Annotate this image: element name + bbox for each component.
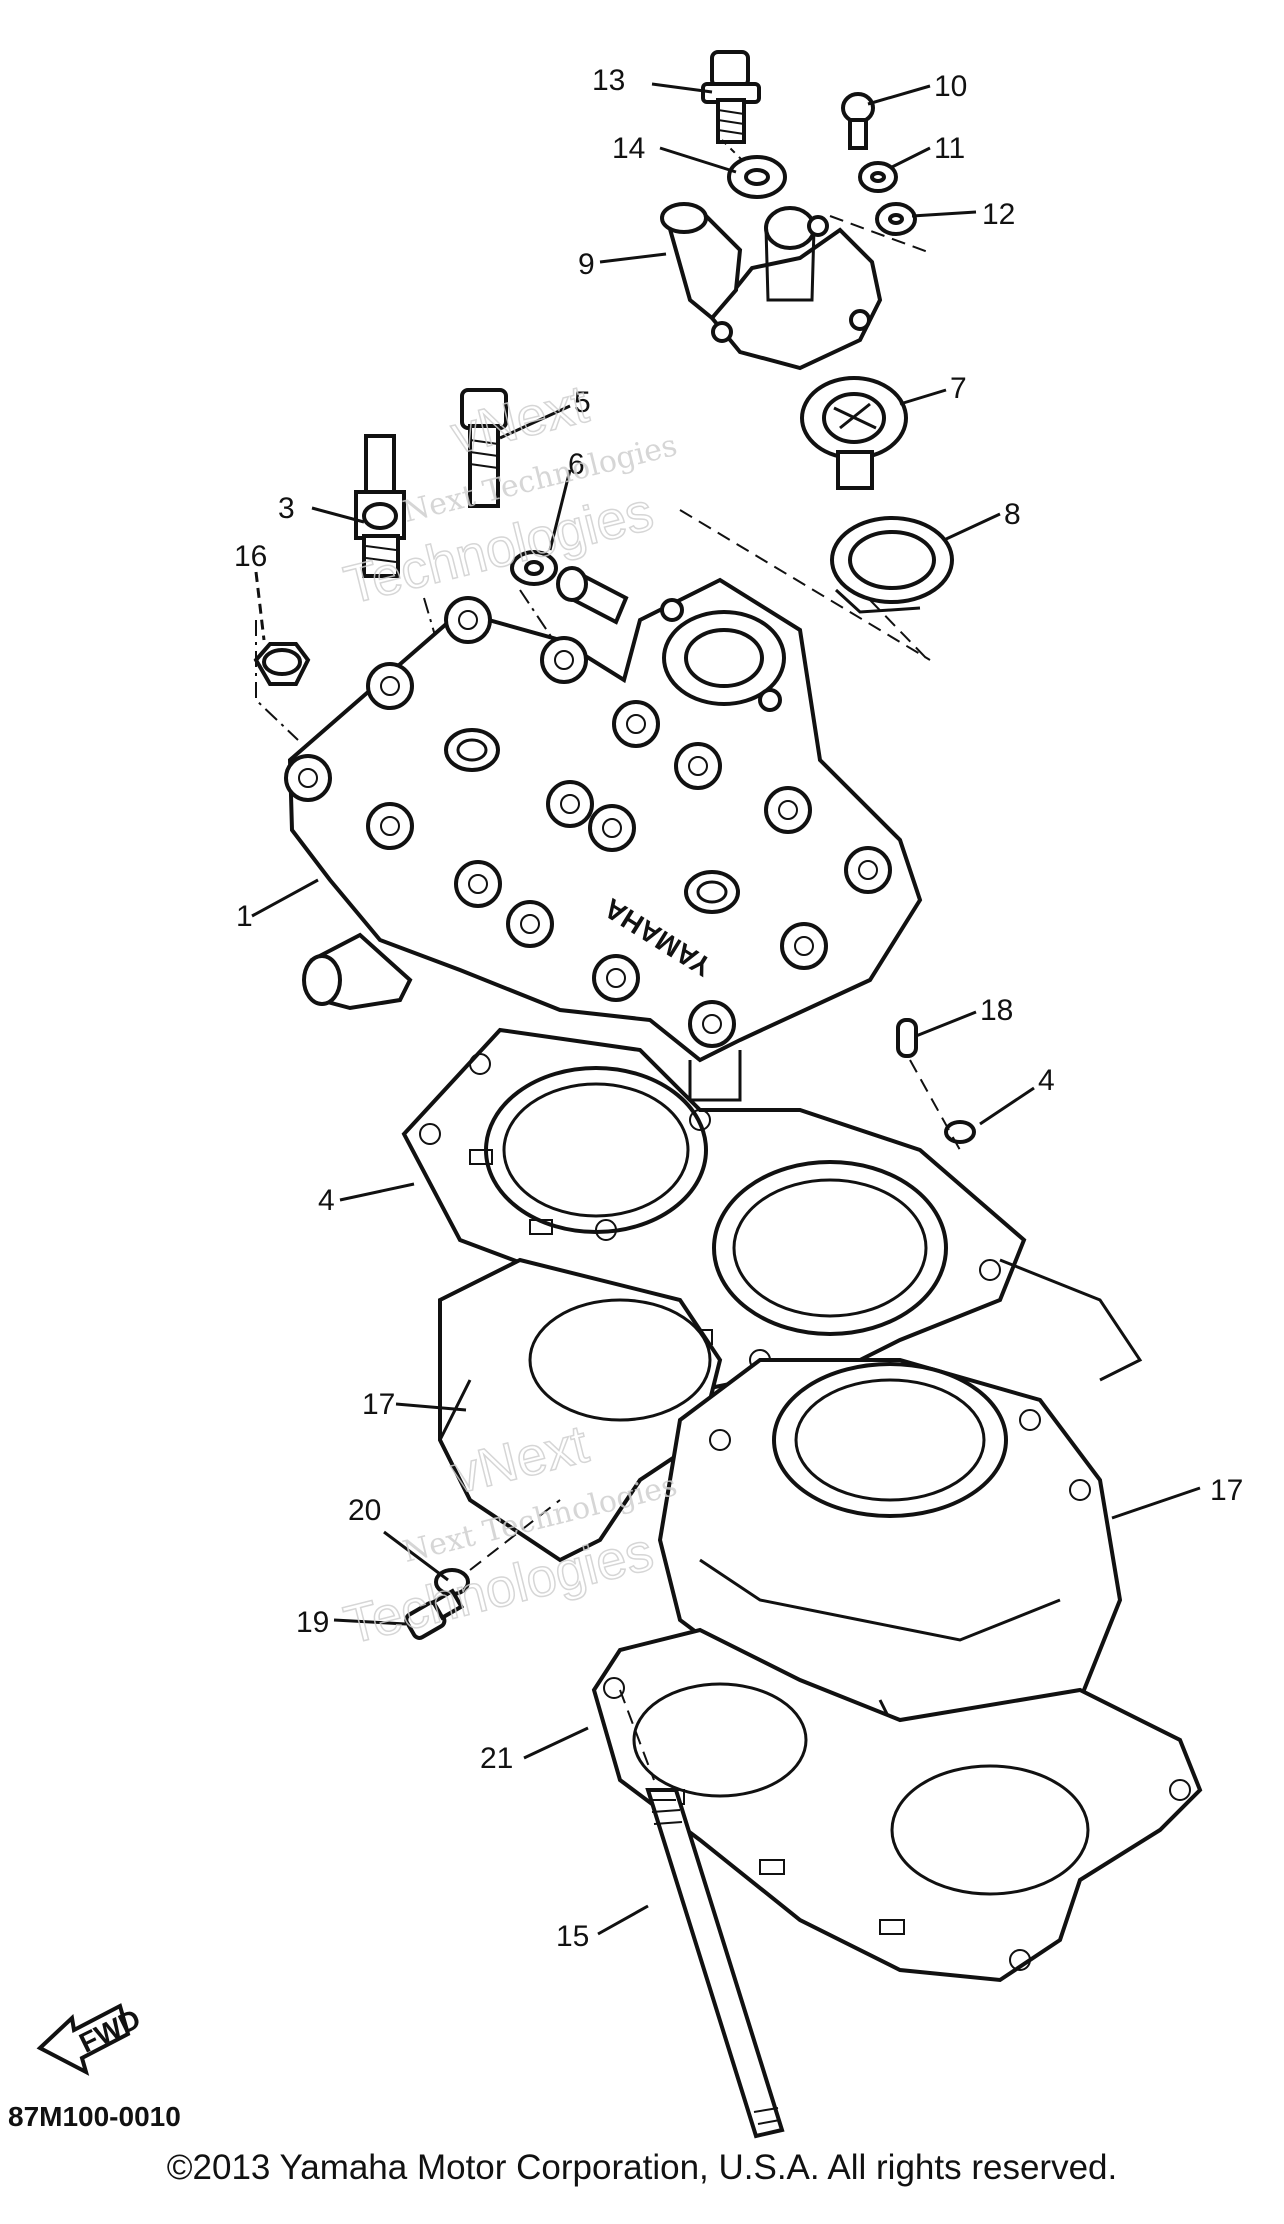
part-10-bolt: [841, 92, 875, 150]
forward-direction-arrow: FWD: [36, 2003, 145, 2076]
head-bolt-bosses: [284, 596, 892, 1048]
label-part-8: 8: [1004, 498, 1021, 531]
label-part-6: 6: [568, 448, 585, 481]
part-4-dowel: [944, 1120, 976, 1144]
part-7-thermostat: [800, 376, 908, 490]
part-21-base-gasket: [591, 1627, 1203, 1983]
part-5-bolt: [460, 388, 508, 508]
part-6-washer: [510, 550, 558, 586]
label-part-5: 5: [574, 386, 591, 419]
label-part-17-left: 17: [362, 1388, 395, 1421]
label-part-13: 13: [592, 64, 625, 97]
water-fitting: [556, 566, 629, 625]
label-part-20: 20: [348, 1494, 381, 1527]
label-part-11: 11: [934, 132, 965, 165]
label-part-10: 10: [934, 70, 967, 103]
label-part-18: 18: [980, 994, 1013, 1027]
part-14-washer: [727, 155, 787, 199]
label-part-3: 3: [278, 492, 295, 525]
label-part-1: 1: [236, 900, 253, 933]
part-18-dowel: [896, 1018, 918, 1058]
part-17-cylinder-right: [657, 1258, 1143, 1762]
part-8-grommet: [830, 516, 954, 614]
label-part-19: 19: [296, 1606, 329, 1639]
part-11-washer: [858, 161, 898, 193]
part-17-cylinder-left: [438, 1257, 723, 1563]
label-part-21: 21: [480, 1742, 513, 1775]
copyright-notice: ©2013 Yamaha Motor Corporation, U.S.A. A…: [166, 2148, 1118, 2187]
part-4-head-gasket: [401, 1027, 1027, 1393]
drawing-code: 87M100-0010: [8, 2101, 181, 2132]
part-12-washer: [875, 202, 917, 236]
label-part-12: 12: [982, 198, 1015, 231]
part-16-nut: [253, 642, 311, 686]
label-part-7: 7: [950, 372, 967, 405]
label-part-14: 14: [612, 132, 645, 165]
part-9-thermostat-cover: [660, 202, 883, 371]
label-part-17-right: 17: [1210, 1474, 1243, 1507]
part-15-stud-bolt: [645, 1788, 785, 2139]
part-3-spark-plug: [354, 434, 406, 578]
label-part-4-right: 4: [1038, 1064, 1055, 1097]
part-13-bolt: [701, 50, 761, 144]
part-19-bolt: [404, 1588, 465, 1640]
part-1-cylinder-head: YAMAHA: [284, 577, 923, 1102]
part-number-labels: 13 10 14 11 12 9 7 8 5 6 3 16 1 18 4 4 1…: [234, 64, 1243, 1953]
label-part-4-left: 4: [318, 1184, 335, 1217]
label-part-15: 15: [556, 1920, 589, 1953]
label-part-9: 9: [578, 248, 595, 281]
label-part-16: 16: [234, 540, 267, 573]
leader-lines: [251, 82, 1201, 1936]
